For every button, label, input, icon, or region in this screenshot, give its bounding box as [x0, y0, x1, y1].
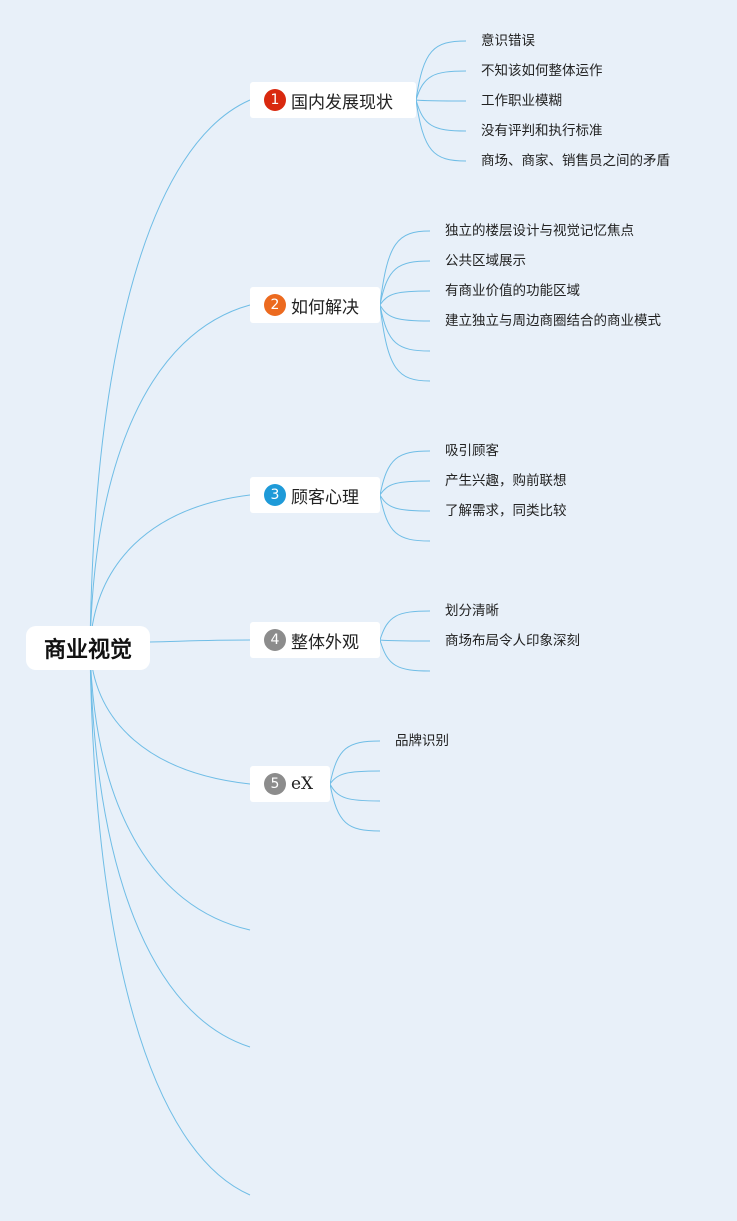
leaf-edge	[379, 290, 431, 306]
leaf-edge	[329, 783, 381, 832]
root-edge	[89, 647, 251, 1196]
branch-node-5[interactable]: 5 eX	[250, 766, 330, 802]
branch-node-1[interactable]: 1 国内发展现状	[250, 82, 416, 118]
leaf-edge	[379, 304, 431, 352]
number-3-badge-icon: 3	[264, 484, 286, 506]
root-edge	[89, 647, 251, 1048]
leaf-edge	[329, 740, 381, 785]
branch-label: 如何解决	[291, 297, 359, 318]
leaf-item[interactable]: 吸引顾客	[445, 443, 499, 459]
leaf-edge	[415, 99, 467, 132]
leaf-edge	[379, 639, 431, 642]
leaf-item[interactable]: 有商业价值的功能区域	[445, 283, 580, 299]
number-1-badge-icon: 1	[264, 89, 286, 111]
branch-label: eX	[291, 774, 314, 794]
leaf-edge	[415, 70, 467, 101]
leaf-edge	[379, 304, 431, 322]
leaf-edge	[415, 99, 467, 102]
leaf-edge	[415, 99, 467, 162]
leaf-item[interactable]: 意识错误	[481, 33, 535, 49]
branch-label: 顾客心理	[291, 487, 359, 508]
leaf-edge	[379, 494, 431, 542]
leaf-edge	[379, 610, 431, 641]
branch-label: 整体外观	[291, 632, 359, 653]
leaf-item[interactable]: 商场、商家、销售员之间的矛盾	[481, 153, 670, 169]
leaf-edge	[379, 480, 431, 496]
leaf-edge	[379, 260, 431, 306]
root-edge	[89, 647, 251, 785]
leaf-edge	[379, 494, 431, 512]
branch-node-3[interactable]: 3 顾客心理	[250, 477, 380, 513]
leaf-edge	[415, 40, 467, 101]
leaf-item[interactable]: 了解需求，同类比较	[445, 503, 567, 519]
leaf-item[interactable]: 独立的楼层设计与视觉记忆焦点	[445, 223, 634, 239]
leaf-edge	[329, 770, 381, 785]
branch-node-4[interactable]: 4 整体外观	[250, 622, 380, 658]
leaf-item[interactable]: 不知该如何整体运作	[481, 63, 603, 79]
number-2-badge-icon: 2	[264, 294, 286, 316]
leaf-item[interactable]: 产生兴趣，购前联想	[445, 473, 567, 489]
root-edge	[149, 639, 251, 643]
number-5-badge-icon: 5	[264, 773, 286, 795]
branch-label: 国内发展现状	[291, 92, 393, 113]
leaf-edge	[379, 450, 431, 496]
number-4-badge-icon: 4	[264, 629, 286, 651]
leaf-item[interactable]: 工作职业模糊	[481, 93, 562, 109]
leaf-edge	[379, 230, 431, 306]
leaf-item[interactable]: 公共区域展示	[445, 253, 526, 269]
leaf-item[interactable]: 商场布局令人印象深刻	[445, 633, 580, 649]
root-edge	[89, 494, 251, 649]
leaf-item[interactable]: 划分清晰	[445, 603, 499, 619]
leaf-item[interactable]: 建立独立与周边商圈结合的商业模式	[445, 313, 661, 329]
root-edge	[89, 99, 251, 649]
leaf-item[interactable]: 没有评判和执行标准	[481, 123, 603, 139]
root-edge	[89, 304, 251, 649]
branch-node-2[interactable]: 2 如何解决	[250, 287, 380, 323]
leaf-item[interactable]: 品牌识别	[395, 733, 449, 749]
leaf-edge	[379, 639, 431, 672]
root-node-label: 商业视觉	[43, 638, 132, 663]
root-node[interactable]: 商业视觉	[26, 626, 150, 670]
root-edge	[89, 647, 251, 931]
leaf-edge	[329, 783, 381, 802]
leaf-edge	[379, 304, 431, 382]
